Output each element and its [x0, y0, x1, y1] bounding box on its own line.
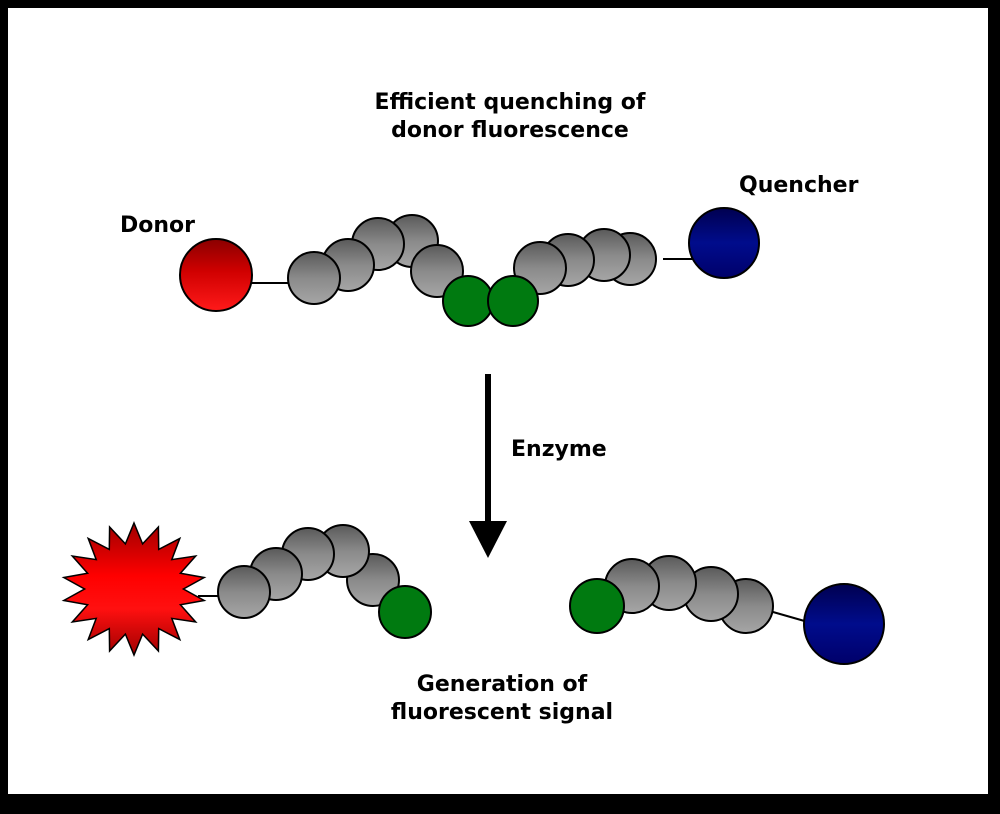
quencher-molecule	[688, 207, 760, 279]
peptide-bead	[287, 251, 341, 305]
cleaved-donor-fragment	[61, 521, 432, 657]
bottom-caption-line2: fluorescent signal	[390, 700, 614, 725]
enzyme-label: Enzyme	[511, 437, 607, 462]
peptide-bead	[217, 565, 271, 619]
intact-substrate	[179, 207, 760, 327]
top-caption: Efficient quenching of donor fluorescenc…	[310, 89, 710, 145]
quencher-label: Quencher	[739, 173, 859, 198]
donor-label: Donor	[120, 213, 196, 238]
top-caption-line1: Efficient quenching of	[374, 90, 646, 115]
top-caption-line2: donor fluorescence	[391, 118, 629, 143]
cleavage-site-bead	[569, 578, 625, 634]
fret-cleavage-diagram	[61, 207, 885, 665]
donor-fluorescence-burst	[61, 521, 207, 657]
cleaved-quencher-fragment	[569, 555, 885, 665]
cleavage-site-bead	[378, 585, 432, 639]
cleavage-site-bead	[442, 275, 494, 327]
diagram-frame: Efficient quenching of donor fluorescenc…	[8, 8, 988, 794]
enzyme-arrow	[469, 374, 507, 558]
bottom-caption-line1: Generation of	[416, 672, 588, 697]
bottom-caption: Generation of fluorescent signal	[302, 671, 702, 727]
cleavage-site-bead	[487, 275, 539, 327]
quencher-molecule	[803, 583, 885, 665]
donor-fluorophore	[179, 238, 253, 312]
linker	[772, 611, 809, 623]
